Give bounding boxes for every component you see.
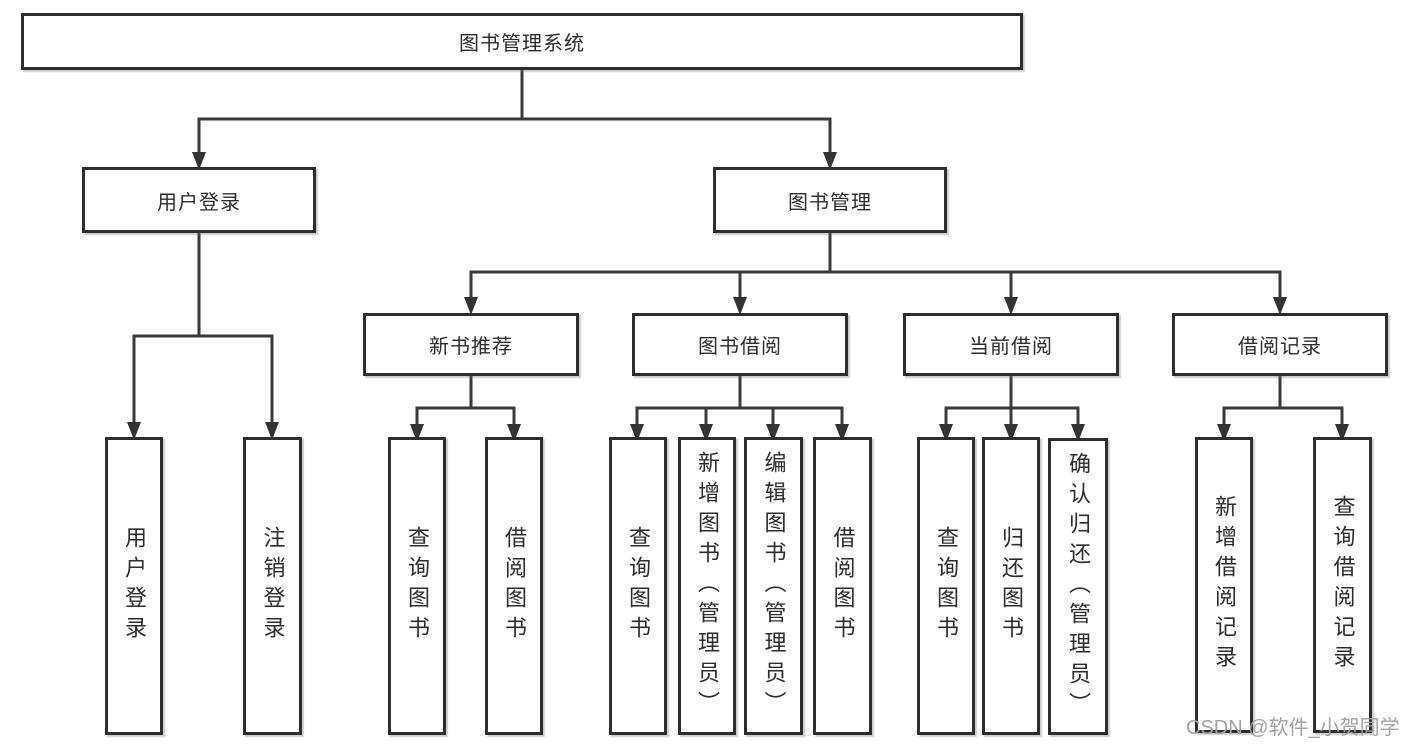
leaf-add-borrow-record: 新增借阅记录 xyxy=(1195,437,1253,733)
leaf-borrow-books-recommend-label: 借阅图书 xyxy=(502,526,527,646)
node-library-system-label: 图书管理系统 xyxy=(459,33,585,55)
leaf-query-books-current-label: 查询图书 xyxy=(934,526,959,646)
leaf-confirm-return-admin: 确认归还（管理员） xyxy=(1048,438,1108,735)
arrowheads xyxy=(127,152,1349,442)
leaf-query-books-recommend: 查询图书 xyxy=(388,437,446,735)
watermark-text: CSDN @软件_小贺同学 xyxy=(1186,717,1400,739)
leaf-logout: 注销登录 xyxy=(243,437,302,735)
leaf-edit-book-admin-label: 编辑图书（管理员） xyxy=(761,451,787,721)
leaf-borrow-books: 借阅图书 xyxy=(813,437,872,735)
node-user-login-label: 用户登录 xyxy=(157,191,241,214)
node-current-borrow-label: 当前借阅 xyxy=(969,336,1053,358)
leaf-borrow-books-recommend: 借阅图书 xyxy=(485,437,543,735)
connector-paths xyxy=(132,67,1344,426)
leaf-edit-book-admin: 编辑图书（管理员） xyxy=(744,437,803,735)
leaf-return-books-label: 归还图书 xyxy=(999,526,1024,646)
node-new-book-recommend: 新书推荐 xyxy=(363,313,579,376)
leaf-user-login-label: 用户登录 xyxy=(122,526,147,646)
node-new-book-recommend-label: 新书推荐 xyxy=(429,336,513,358)
node-borrow-records-label: 借阅记录 xyxy=(1238,336,1322,358)
node-user-login: 用户登录 xyxy=(82,167,316,233)
leaf-user-login: 用户登录 xyxy=(105,437,163,735)
leaf-add-book-admin: 新增图书（管理员） xyxy=(678,437,736,735)
leaf-add-borrow-record-label: 新增借阅记录 xyxy=(1212,495,1237,675)
node-book-borrow-label: 图书借阅 xyxy=(698,336,782,358)
leaf-query-books-borrow-label: 查询图书 xyxy=(626,526,651,646)
node-book-borrow: 图书借阅 xyxy=(632,313,848,376)
leaf-add-book-admin-label: 新增图书（管理员） xyxy=(695,451,720,721)
leaf-query-books-borrow: 查询图书 xyxy=(609,437,667,735)
node-book-management-label: 图书管理 xyxy=(788,191,872,214)
node-borrow-records: 借阅记录 xyxy=(1172,313,1388,376)
leaf-return-books: 归还图书 xyxy=(982,437,1040,735)
leaf-confirm-return-admin-label: 确认归还（管理员） xyxy=(1066,451,1091,722)
node-library-system: 图书管理系统 xyxy=(21,13,1023,70)
leaf-borrow-books-label: 借阅图书 xyxy=(830,526,856,646)
node-current-borrow: 当前借阅 xyxy=(903,313,1119,376)
leaf-query-books-current: 查询图书 xyxy=(917,437,975,735)
leaf-query-borrow-record-label: 查询借阅记录 xyxy=(1330,495,1356,675)
watermark: CSDN @软件_小贺同学 xyxy=(1186,711,1401,741)
leaf-query-borrow-record: 查询借阅记录 xyxy=(1313,437,1372,733)
leaf-query-books-recommend-label: 查询图书 xyxy=(405,526,430,646)
node-book-management: 图书管理 xyxy=(713,167,947,233)
leaf-logout-label: 注销登录 xyxy=(260,526,286,646)
